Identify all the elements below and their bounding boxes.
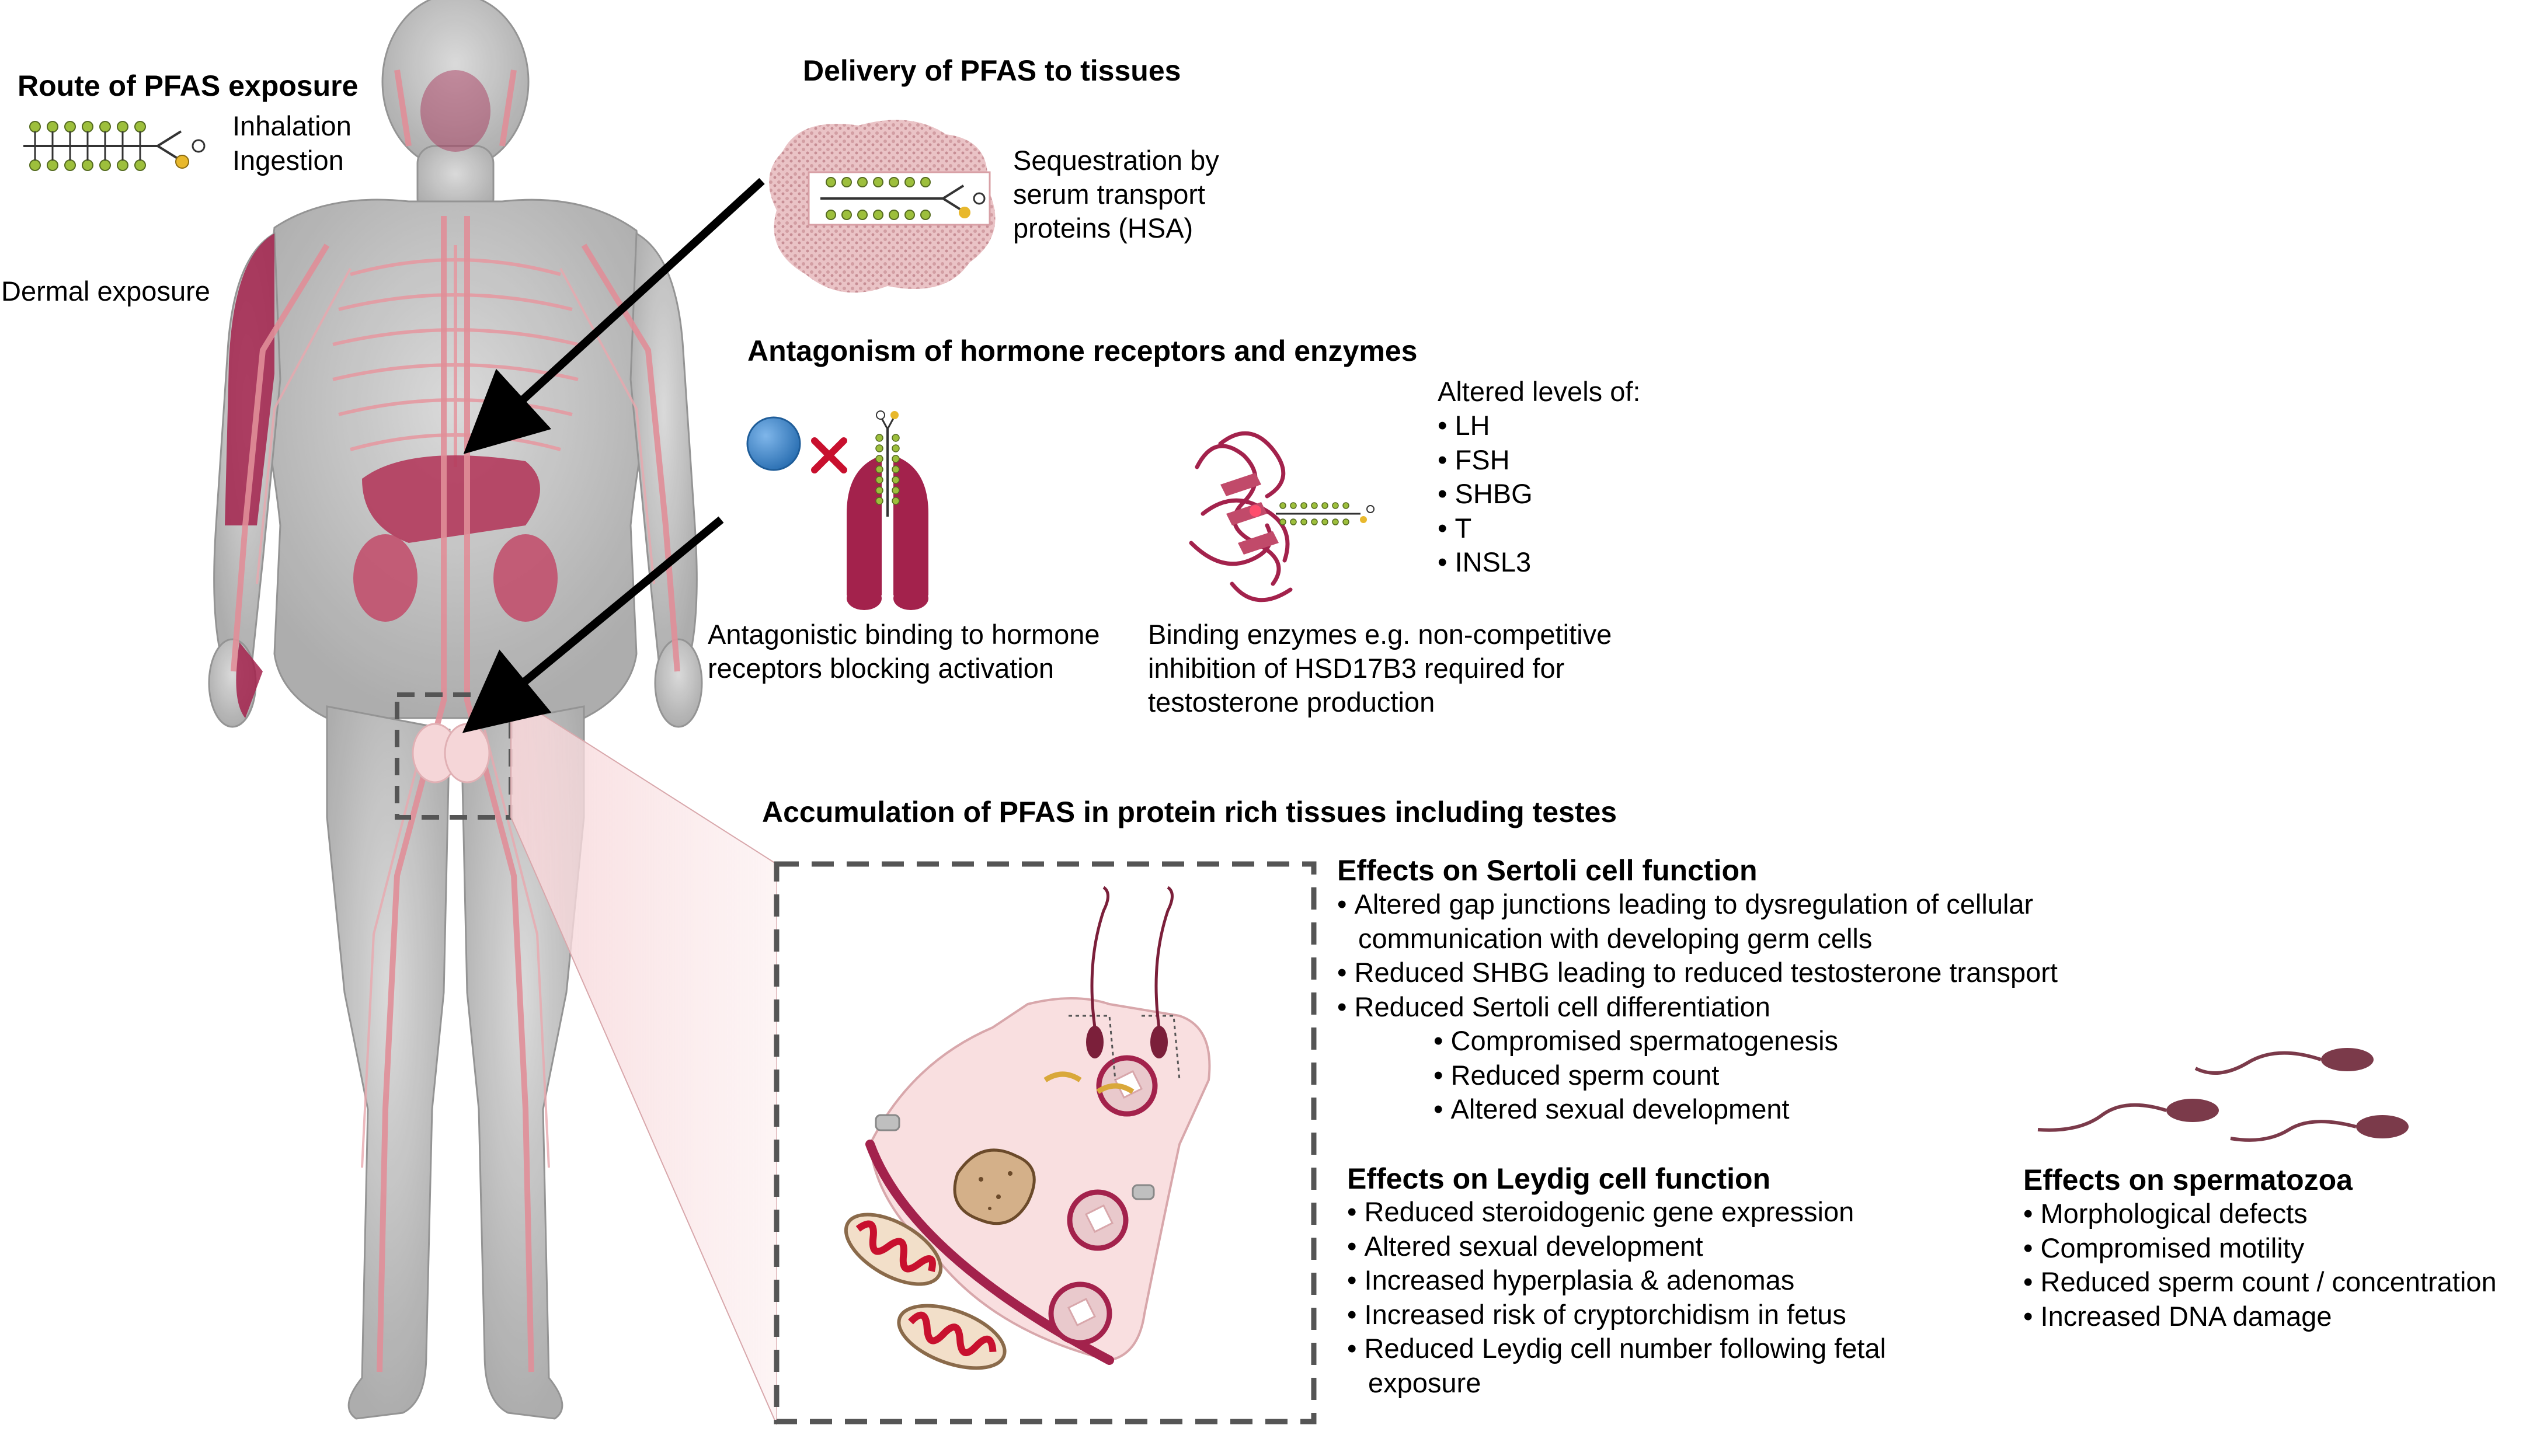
sertoli-effect: Altered gap junctions leading to dysregu… [1337,887,2058,922]
arrow-to-liver [463,177,765,454]
spermatozoa-effect: Compromised motility [2023,1231,2497,1266]
sertoli-effect: Reduced SHBG leading to reduced testoste… [1337,956,2058,990]
hormone-ligand-ball [746,416,801,471]
testis-right [444,723,490,783]
antagonism-title: Antagonism of hormone receptors and enzy… [747,335,1418,367]
leydig-effect: Reduced Leydig cell number following fet… [1347,1332,1887,1366]
sertoli-effect: Altered sexual development [1337,1092,2058,1127]
right-kidney [493,534,558,622]
zoom-cone [510,694,777,1425]
receptor-description: Antagonistic binding to hormone receptor… [708,619,1100,684]
delivery-description: Sequestration by serum transport protein… [1013,145,1219,243]
left-kidney [353,534,417,622]
altered-levels-title: Altered levels of: [1438,376,1641,407]
sertoli-effects-list: Altered gap junctions leading to dysregu… [1337,887,2058,1127]
block-cross-icon [811,437,847,473]
arrow-to-testes [462,516,724,733]
enzyme-active-site [1250,505,1261,517]
spermatozoa-illustration [2037,1048,2409,1142]
spermatozoa-effect: Reduced sperm count / concentration [2023,1265,2497,1300]
leydig-effect: exposure [1368,1367,1481,1398]
route-dermal: Dermal exposure [1,276,210,306]
altered-item: LH [1438,409,1533,443]
spermatozoa-effects-list: Morphological defects Compromised motili… [2023,1197,2497,1333]
sertoli-effect: communication with developing germ cells [1358,922,1873,954]
route-title: Route of PFAS exposure [18,69,359,102]
pfas-molecule-enzyme [1276,502,1375,525]
altered-item: SHBG [1438,477,1533,511]
enzyme-description: Binding enzymes e.g. non-competitive inh… [1148,619,1612,717]
pfas-molecule-route [23,121,206,171]
route-ingestion: Ingestion [232,145,344,176]
spermatozoa-effect: Increased DNA damage [2023,1300,2497,1334]
sertoli-effect: Reduced Sertoli cell differentiation [1337,990,2058,1025]
route-inhalation: Inhalation [232,110,352,141]
altered-levels-list: LH FSH SHBG T INSL3 [1438,409,1533,580]
altered-item: T [1438,511,1533,546]
leydig-title: Effects on Leydig cell function [1347,1162,1771,1195]
sertoli-title: Effects on Sertoli cell function [1337,854,1758,887]
hormone-receptor [847,455,928,610]
hsa-protein-blob [769,120,996,293]
delivery-title: Delivery of PFAS to tissues [803,54,1181,87]
pfas-molecule-bound-hsa [820,177,986,220]
liver [362,455,540,543]
pfas-molecule-receptor [875,410,900,517]
leydig-effects-list: Reduced steroidogenic gene expression Al… [1347,1195,1887,1400]
seminiferous-tubule-section [865,886,1211,1365]
spermatozoa-title: Effects on spermatozoa [2023,1164,2353,1196]
altered-item: INSL3 [1438,545,1533,580]
accumulation-title: Accumulation of PFAS in protein rich tis… [762,796,1617,828]
leydig-cell-mitochondria [844,1213,1007,1370]
leydig-effect: Increased risk of cryptorchidism in fetu… [1347,1298,1886,1332]
sertoli-effect: Reduced sperm count [1337,1058,2058,1093]
spermatozoa-effect: Morphological defects [2023,1197,2497,1231]
leydig-effect: Altered sexual development [1347,1229,1886,1264]
sertoli-effect: Compromised spermatogenesis [1337,1024,2058,1058]
leydig-effect: Reduced steroidogenic gene expression [1347,1195,1886,1229]
altered-item: FSH [1438,443,1533,478]
human-body-figure [208,0,703,1420]
leydig-effect: Increased hyperplasia & adenomas [1347,1263,1886,1298]
